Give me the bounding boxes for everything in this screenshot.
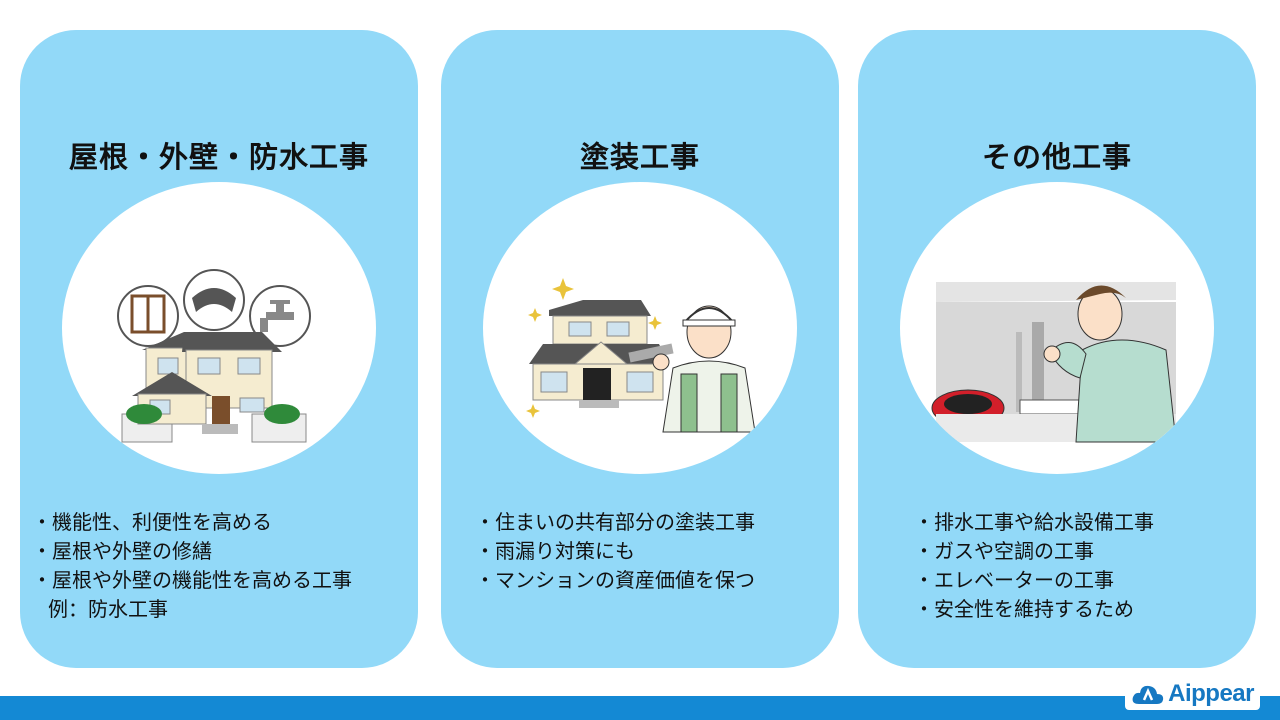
list-item: ・屋根や外壁の機能性を高める工事 (32, 568, 352, 592)
house-icon (529, 300, 674, 408)
house-icon (121, 332, 307, 443)
list-item: ・屋根や外壁の修繕 (32, 539, 212, 563)
plumber-illustration (900, 182, 1214, 474)
list-item: ・マンションの資産価値を保つ (475, 568, 755, 592)
list-item: ・排水工事や給水設備工事 (914, 510, 1154, 534)
list-item: ・エレベーターの工事 (914, 568, 1114, 592)
logo-text: Aippear (1168, 680, 1254, 707)
plumber-scene-icon (931, 262, 1177, 443)
painter-illustration (483, 182, 797, 474)
footer-bar (0, 696, 1280, 720)
card-painting: 塗装工事 (441, 30, 839, 668)
bullet-list: ・排水工事や給水設備工事 ・ガスや空調の工事 ・エレベーターの工事 ・安全性を維… (914, 508, 1250, 624)
card-title: 屋根・外壁・防水工事 (68, 140, 369, 174)
sparkle-icon (526, 278, 662, 418)
roof-tile-bubble-icon (183, 269, 245, 331)
window-bubble-icon (117, 285, 179, 347)
list-item: ・雨漏り対策にも (475, 539, 635, 563)
card-roof-wall-waterproof: 屋根・外壁・防水工事 (20, 30, 418, 668)
card-other-works: その他工事 ・排水工事や給水設備工事 ・ガスや空調の工事 (858, 30, 1256, 668)
card-title: その他工事 (981, 140, 1132, 174)
bullet-list: ・住まいの共有部分の塗装工事 ・雨漏り対策にも ・マンションの資産価値を保つ (475, 508, 833, 595)
list-item: ・ガスや空調の工事 (914, 539, 1094, 563)
faucet-bubble-icon (249, 285, 311, 347)
brand-logo: Aippear (1125, 678, 1260, 710)
list-item-example: 例：防水工事 (48, 597, 168, 621)
list-item: ・機能性、利便性を高める (32, 510, 272, 534)
painter-worker-icon (652, 305, 756, 433)
list-item: ・住まいの共有部分の塗装工事 (475, 510, 755, 534)
house-illustration (62, 182, 376, 474)
card-title: 塗装工事 (579, 140, 700, 174)
cloud-logo-icon (1132, 685, 1164, 704)
list-item: ・安全性を維持するため (914, 597, 1134, 621)
bullet-list: ・機能性、利便性を高める ・屋根や外壁の修繕 ・屋根や外壁の機能性を高める工事 … (32, 508, 412, 624)
